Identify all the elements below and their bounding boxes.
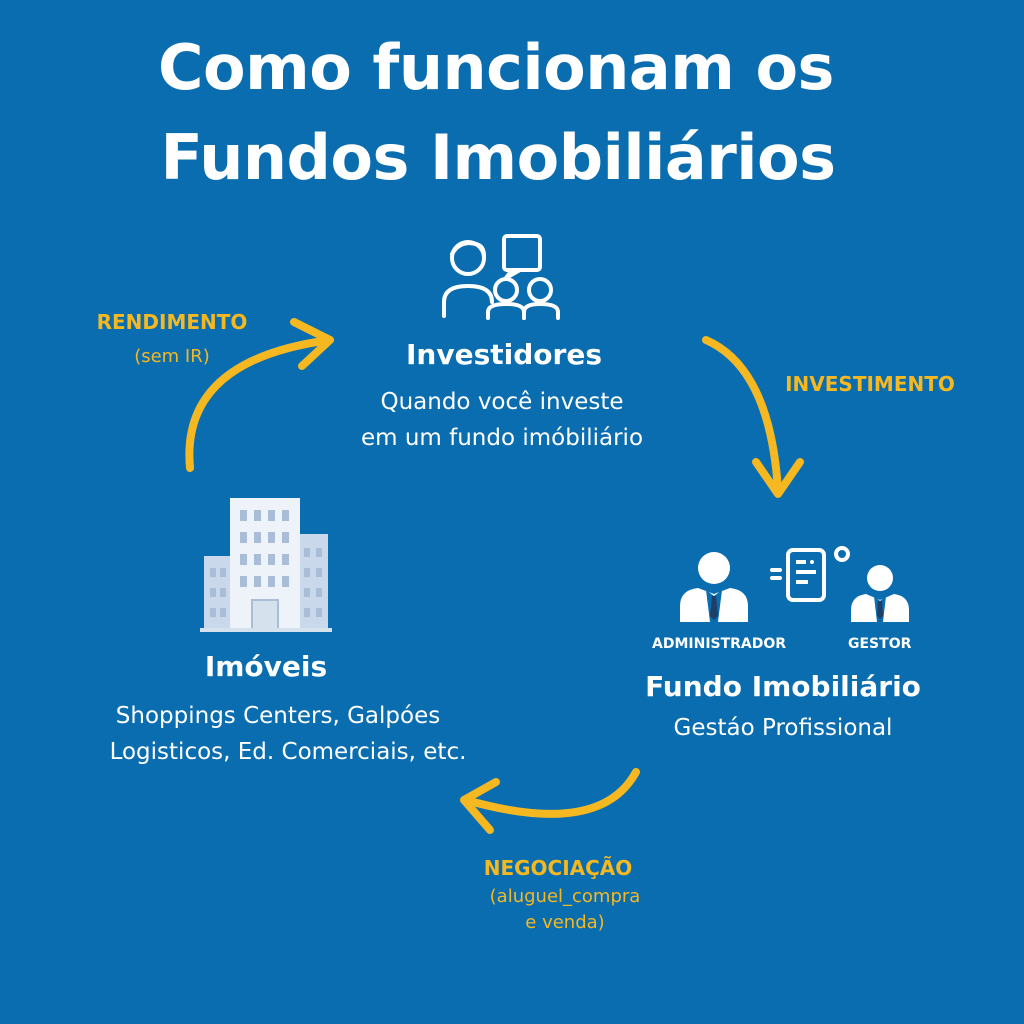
fund-title: Fundo Imobiliário	[645, 670, 921, 703]
document-icon	[770, 546, 850, 602]
building-icon	[200, 498, 332, 632]
income-sublabel: (sem IR)	[134, 346, 210, 367]
investors-description-line-2: em um fundo imóbiliário	[360, 425, 644, 451]
negotiation-sublabel-line-1: (aluguel_compra	[489, 886, 641, 907]
manager-person-icon	[851, 565, 909, 622]
administrator-label: ADMINISTRADOR	[652, 636, 787, 652]
properties-description-line-1: Shoppings Centers, Galpóes	[115, 703, 441, 729]
properties-description-line-2: Logisticos, Ed. Comerciais, etc.	[109, 739, 467, 765]
investors-group-icon	[442, 234, 560, 320]
properties-title: Imóveis	[204, 650, 328, 683]
income-label: RENDIMENTO	[96, 310, 248, 334]
page-title-line-1: Como funcionam os	[158, 31, 834, 104]
negotiation-label: NEGOCIAÇÃO	[483, 856, 633, 880]
investors-title: Investidores	[406, 338, 602, 371]
page-title-line-2: Fundos Imobiliários	[160, 121, 836, 194]
investment-label: INVESTIMENTO	[785, 372, 955, 396]
negotiation-sublabel-line-2: e venda)	[525, 912, 605, 933]
fund-subtitle: Gestáo Profissional	[673, 715, 893, 741]
manager-label: GESTOR	[848, 636, 912, 652]
investors-description-line-1: Quando você investe	[380, 389, 624, 415]
administrator-person-icon	[680, 552, 748, 622]
